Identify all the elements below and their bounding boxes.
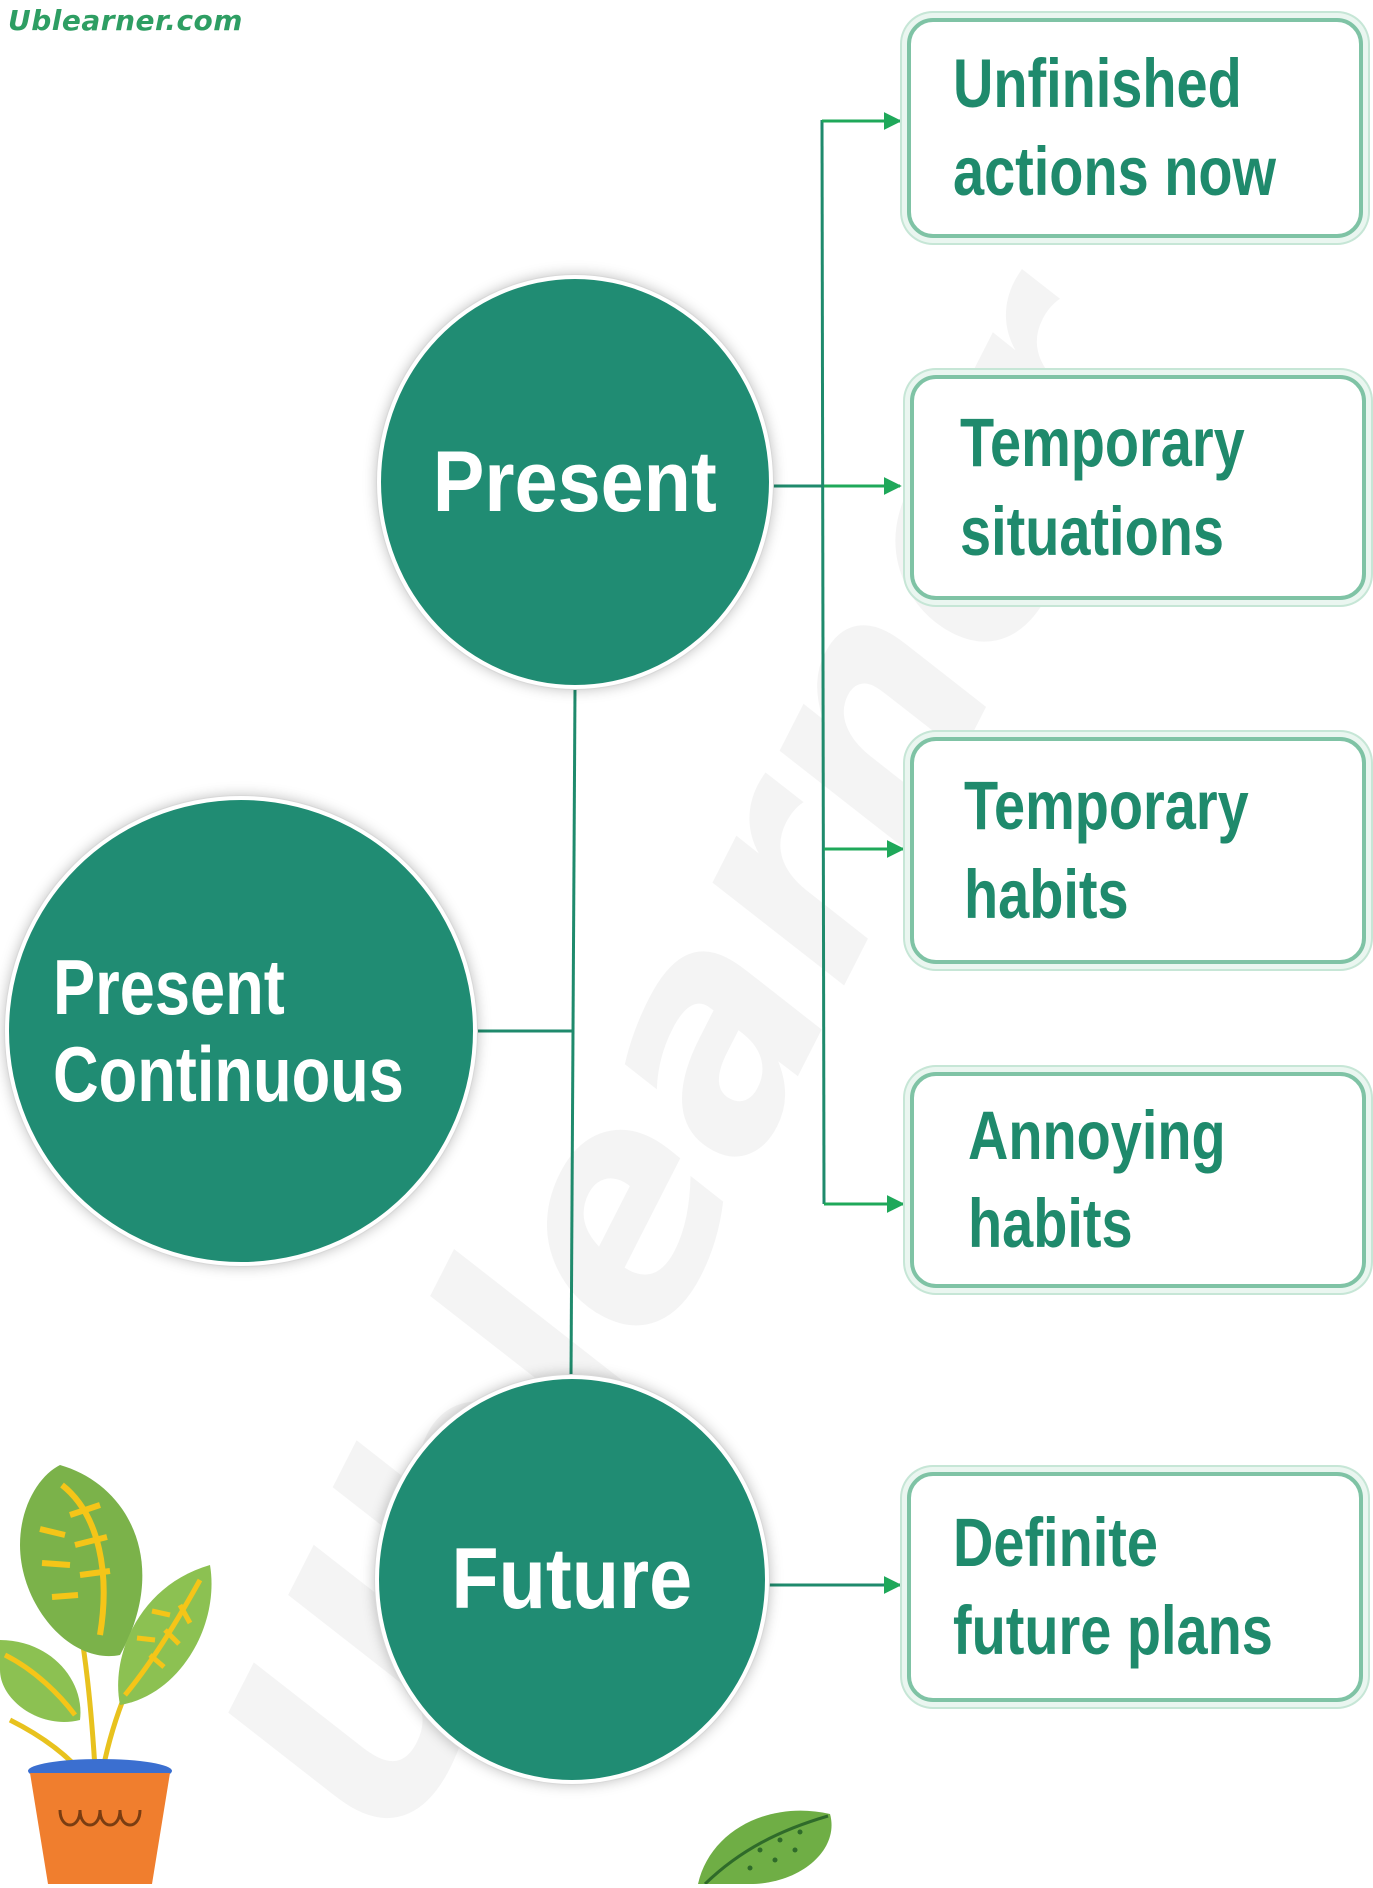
use-line: habits [968,1185,1133,1262]
node-root-line2: Continuous [53,1030,404,1118]
node-root-line1: Present [53,942,285,1031]
use-box-definite-future-plans: Definite future plans [907,1472,1363,1702]
use-line: Definite [953,1503,1158,1581]
use-line: future plans [953,1592,1273,1669]
node-root-label: Present Continuous [53,942,443,1119]
use-box-text: Temporary habits [964,762,1280,939]
use-box-text: Temporary situations [960,399,1276,576]
use-line: Temporary [960,404,1245,482]
use-box-text: Definite future plans [953,1499,1308,1676]
use-box-temporary-habits: Temporary habits [910,737,1366,964]
node-present-continuous: Present Continuous [5,796,477,1266]
site-label[interactable]: Ublearner.com [8,4,243,37]
node-present-label: Present [433,433,717,530]
potted-plant-icon [0,1465,212,1884]
leaf-icon [698,1810,832,1884]
use-line: situations [960,492,1224,570]
use-box-text: Annoying habits [968,1092,1254,1269]
node-present: Present [377,275,773,689]
use-box-text: Unfinished actions now [953,40,1312,217]
present-bracket [820,119,826,1205]
use-box-temporary-situations: Temporary situations [910,375,1366,600]
use-box-annoying-habits: Annoying habits [910,1072,1366,1288]
use-line: actions now [953,133,1276,210]
use-line: Annoying [968,1096,1226,1174]
use-line: Temporary [964,767,1249,845]
use-line: habits [964,855,1129,933]
use-box-unfinished-actions: Unfinished actions now [907,18,1363,238]
node-future-label: Future [451,1531,693,1627]
use-line: Unfinished [953,44,1242,122]
node-future: Future [375,1375,769,1784]
